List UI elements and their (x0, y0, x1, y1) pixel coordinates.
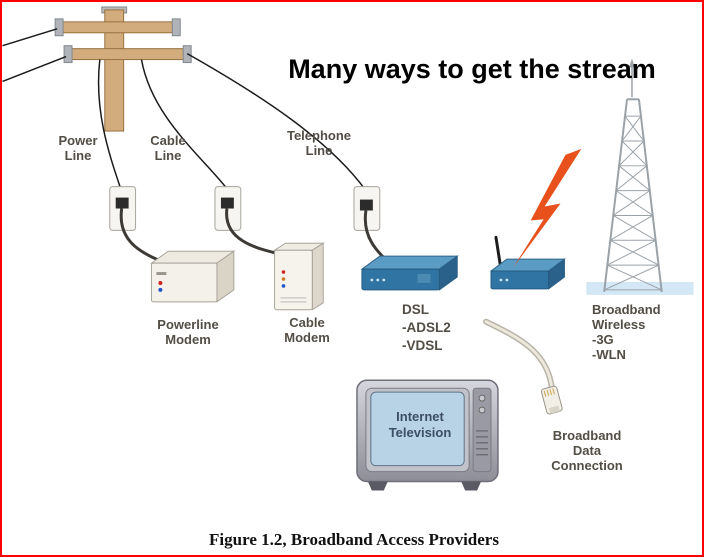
broadband-data-connection-label: Broadband Data Connection (551, 428, 623, 473)
figure-caption: Figure 1.2, Broadband Access Providers (209, 530, 499, 549)
telephone-wire (186, 52, 367, 192)
power-line-label: Power Line (58, 133, 98, 163)
tv-control-panel (472, 387, 492, 473)
tv-device (356, 379, 499, 491)
overhead-wires (2, 28, 367, 192)
cable-line-label: Cable Line (150, 133, 186, 163)
cable-wire (140, 59, 228, 190)
rj45-connector (540, 385, 563, 415)
powerline-modem-device (149, 250, 236, 303)
dsl-modem-device (360, 255, 459, 291)
cable-drop-cable (225, 208, 281, 256)
lightning-bolt (512, 148, 582, 269)
tower-lattice (603, 115, 662, 291)
diagram-title: Many ways to get the stream (288, 54, 656, 84)
wire-left-lower (2, 55, 67, 83)
internet-television-label: Internet Television (388, 409, 452, 440)
data-cable (483, 318, 563, 415)
cable-modem-device (272, 242, 325, 311)
tv-screen (370, 391, 465, 467)
utility-pole (54, 6, 192, 132)
wireless-router-device (489, 235, 566, 290)
powerline-modem-label: Powerline Modem (157, 317, 219, 347)
telephone-outlet (353, 186, 381, 231)
tower-base-ground (586, 281, 694, 295)
tv-foot-left (367, 481, 388, 491)
radio-tower (586, 58, 694, 295)
power-wire (97, 59, 122, 189)
dsl-label: DSL -ADSL2 -VDSL (402, 302, 451, 353)
cable-outlet (214, 186, 242, 231)
broadband-wireless-label: Broadband Wireless -3G -WLN (592, 302, 661, 362)
tv-foot-right (461, 481, 482, 491)
wall-outlets (109, 186, 381, 231)
telephone-line-label: Telephone Line (286, 128, 352, 158)
wire-left-upper (2, 28, 58, 47)
cable-modem-label: Cable Modem (284, 315, 330, 345)
